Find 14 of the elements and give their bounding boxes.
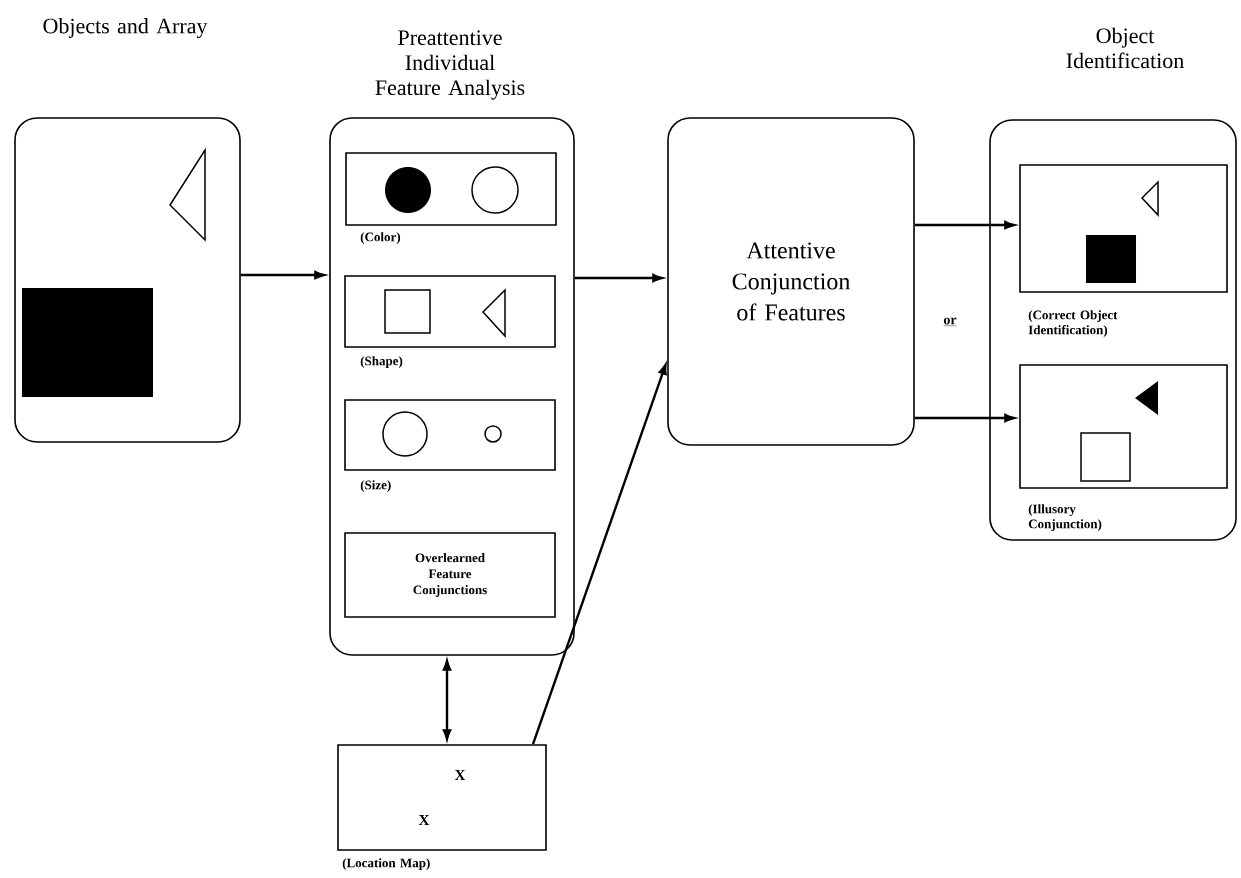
rounded-box: Attentive Conjunction of Features xyxy=(667,117,915,446)
location-mark: X xyxy=(454,770,466,780)
node-label: (Color) xyxy=(360,232,401,244)
node-label: (Location Map) xyxy=(342,858,430,870)
node-label: (Correct Object Identification) xyxy=(1028,310,1118,337)
node-label: (Size) xyxy=(360,480,391,492)
node-label: (Illusory Conjunction) xyxy=(1028,504,1102,531)
heading: Preattentive Individual Feature Analysis xyxy=(375,30,525,100)
panel-box: Overlearned Feature Conjunctions xyxy=(344,532,556,618)
node-label: (Shape) xyxy=(360,356,403,368)
heading: Objects and Array xyxy=(43,18,208,38)
connector-word: or xyxy=(943,317,957,326)
heading: Object Identification xyxy=(1066,27,1184,69)
location-mark: X xyxy=(418,815,430,825)
